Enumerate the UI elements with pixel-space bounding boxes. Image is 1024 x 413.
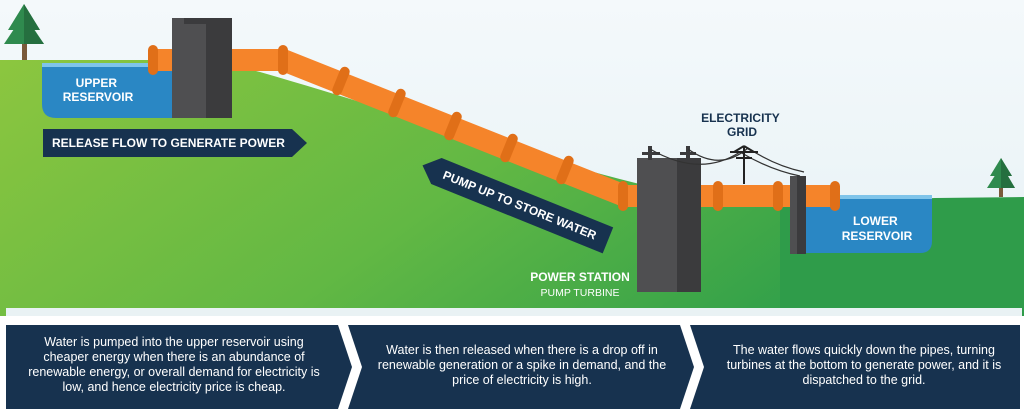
steps-background xyxy=(6,325,1020,409)
tree-left xyxy=(4,4,44,60)
step-2-text: Water is then released when there is a d… xyxy=(377,342,667,387)
release-flow-label: RELEASE FLOW TO GENERATE POWER xyxy=(52,136,285,150)
pump-turbine-label: PUMP TURBINE xyxy=(541,287,620,299)
ground-base xyxy=(6,308,1022,316)
step-1-shape xyxy=(6,325,352,409)
tree-right xyxy=(987,158,1015,197)
step-3-text: The water flows quickly down the pipes, … xyxy=(726,342,1002,387)
lower-reservoir xyxy=(800,197,932,253)
steps-panel: Water is pumped into the upper reservoir… xyxy=(0,322,1024,413)
upper-reservoir xyxy=(42,65,172,118)
upper-reservoir-label: UPPER RESERVOIR xyxy=(63,76,134,104)
outlet-structure xyxy=(790,176,806,254)
pumped-hydro-diagram: UPPER RESERVOIR LOWER RESERVOIR xyxy=(0,0,1024,316)
power-station xyxy=(637,146,701,292)
step-3-shape xyxy=(690,325,1020,409)
intake-building xyxy=(172,18,232,118)
pipe-joints xyxy=(148,45,840,211)
release-flow-arrow: RELEASE FLOW TO GENERATE POWER xyxy=(43,129,307,157)
lower-reservoir-label: LOWER RESERVOIR xyxy=(842,214,913,243)
electricity-grid-label: ELECTRICITY GRID xyxy=(701,111,783,139)
step-1-text: Water is pumped into the upper reservoir… xyxy=(28,335,320,394)
lower-reservoir-surface xyxy=(800,195,932,199)
grid-pylon xyxy=(730,145,758,184)
upper-reservoir-surface xyxy=(42,63,172,67)
step-2-shape xyxy=(348,325,694,409)
power-station-label: POWER STATION xyxy=(530,270,630,284)
